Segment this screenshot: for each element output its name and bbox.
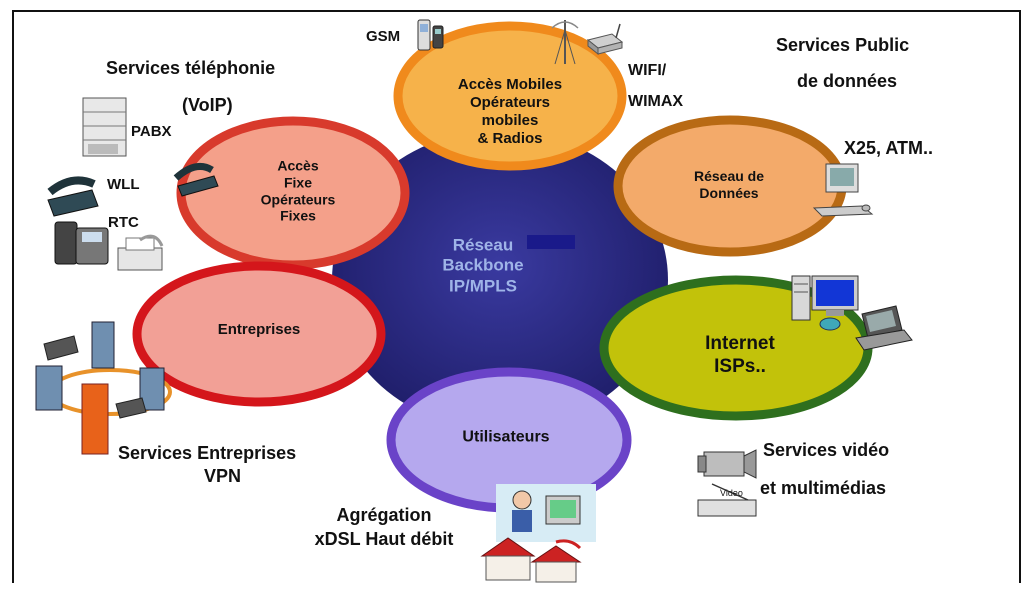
user-computer-icon [496,484,596,542]
text-line: ISPs.. [714,356,766,377]
enterprise-network-icon [35,321,172,455]
network-hub-icon [819,317,841,331]
houses-icon [480,537,582,583]
text-line: Accès [277,157,319,174]
desktop-monitor-icon [811,275,859,316]
backbone-ellipse [332,130,668,430]
laptop-icon [855,305,913,351]
services-public-title: Services Public [776,35,910,55]
frame [12,10,1021,583]
gsm-label: GSM [366,28,401,45]
multimedia-label: et multimédias [760,478,887,498]
text-line: Utilisateurs [462,428,550,446]
services-video-title: Services vidéo [763,440,890,460]
mobile-phones-icon [417,19,444,51]
rtc-phone-icon [54,221,109,265]
text-line: Opérateurs [260,191,336,207]
services-telephonie-title: Services téléphonie [106,58,276,78]
wimax-label: WIMAX [628,93,684,110]
services-entreprises-title: Services Entreprises [118,443,297,463]
node-entreprises-ellipse [132,261,386,407]
text-line: Fixes [280,207,316,224]
services-public-subtitle: de données [797,71,898,91]
text-line: & Radios [477,130,543,147]
fax-icon [117,234,164,271]
node-utilisateurs-label: Utilisateurs [462,427,549,446]
rtc-label: RTC [108,214,139,231]
server-tower-icon [791,275,811,321]
vpn-label: VPN [204,466,242,486]
backbone-highlight-box [527,235,575,249]
pabx-icon [82,97,127,157]
x25-atm-label: X25, ATM.. [844,138,934,158]
text-line: Backbone [442,255,524,275]
voip-label: (VoIP) [182,95,233,115]
text-line: Accès Mobiles [457,76,563,93]
text-line: Données [699,185,759,201]
wifi-antenna-icon [551,20,579,65]
text-line: Fixe [283,174,313,191]
agregation-title: Agrégation [336,505,432,525]
workstation-icon [812,163,874,217]
text-line: mobiles [481,112,539,129]
pabx-label: PABX [131,123,172,140]
wll-phone-icon [47,176,99,217]
vcr-icon [697,483,757,517]
video-caption: Video [720,488,743,498]
text-line: Entreprises [217,321,301,338]
text-line: IP/MPLS [448,276,517,296]
text-line: Réseau de [693,168,765,185]
video-camera-icon [697,449,757,479]
wifi-router-icon [586,23,624,56]
wifi-label: WIFI/ [628,62,667,79]
text-line: Internet [705,333,775,355]
xdsl-label: xDSL Haut débit [314,529,454,549]
desk-phone-icon [173,162,219,197]
text-line: Réseau [452,235,514,255]
wll-label: WLL [107,176,140,193]
node-entreprises-label: Entreprises [218,321,301,339]
text-line: Opérateurs [469,94,551,111]
